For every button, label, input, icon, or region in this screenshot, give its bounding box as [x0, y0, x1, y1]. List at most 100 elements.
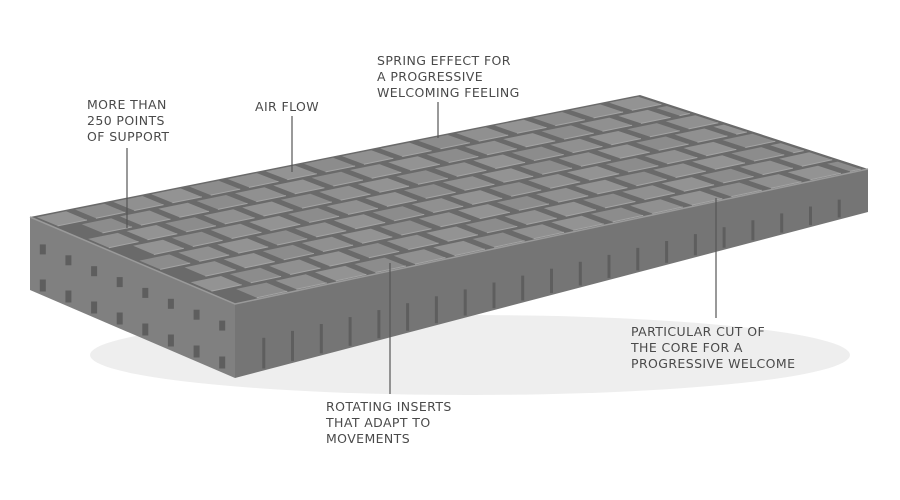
support-block-edge — [640, 116, 671, 124]
support-block-edge — [417, 177, 448, 185]
support-block-edge — [270, 223, 301, 231]
support-block-edge — [238, 246, 269, 254]
support-block-edge — [172, 196, 202, 204]
support-block-edge — [667, 157, 698, 165]
label-line: AIR FLOW — [255, 99, 320, 114]
support-block-edge — [706, 148, 737, 157]
support-block-edge — [205, 269, 236, 277]
support-block — [708, 182, 762, 197]
support-block — [787, 165, 841, 180]
support-block-edge — [565, 209, 597, 217]
support-block-edge — [147, 233, 178, 241]
support-block-edge — [753, 154, 785, 162]
support-block-edge — [256, 290, 288, 299]
label-line: ROTATING INSERTS — [326, 399, 452, 414]
support-block-edge — [479, 211, 511, 220]
support-block-edge — [57, 219, 88, 227]
support-block-edge — [335, 273, 367, 282]
support-block-edge — [290, 267, 321, 275]
support-block — [653, 163, 706, 178]
support-block-edge — [736, 131, 747, 135]
support-block-edge — [361, 236, 393, 244]
support-block-edge — [263, 209, 294, 217]
end-notch — [167, 298, 174, 309]
support-block — [465, 218, 518, 233]
support-block-edge — [801, 159, 833, 167]
support-block-edge — [580, 159, 612, 167]
support-block-edge — [217, 202, 248, 210]
end-notch — [91, 266, 98, 277]
support-block — [674, 128, 728, 143]
support-block — [543, 201, 596, 217]
support-block-edge — [325, 165, 356, 173]
support-block-edge — [294, 187, 325, 195]
support-block-edge — [454, 248, 486, 257]
support-block-edge — [542, 167, 573, 175]
support-block-edge — [525, 140, 556, 148]
support-block — [713, 124, 747, 135]
end-notch — [116, 277, 123, 288]
support-block-edge — [464, 183, 495, 191]
top-support-blocks — [36, 96, 861, 299]
support-block-edge — [433, 205, 464, 213]
support-block — [457, 204, 510, 219]
label-core-cut: PARTICULAR CUT OF THE CORE FOR A PROGRES… — [631, 324, 795, 372]
support-block-edge — [557, 195, 589, 203]
support-block-edge — [301, 201, 332, 209]
support-block-edge — [745, 140, 776, 148]
support-block-edge — [762, 167, 794, 176]
support-block-edge — [140, 218, 171, 226]
end-notch — [65, 255, 72, 266]
support-block-edge — [402, 150, 432, 157]
support-block — [582, 193, 636, 208]
support-block — [504, 210, 557, 225]
end-notch — [65, 290, 72, 303]
support-block-edge — [644, 192, 675, 200]
support-block-edge — [731, 189, 762, 198]
mattress-edge-highlight — [29, 168, 869, 305]
support-block — [472, 232, 525, 248]
label-line: PROGRESSIVE WELCOME — [631, 356, 796, 371]
support-block-edge — [573, 223, 604, 231]
support-block-edge — [322, 244, 354, 252]
end-notch — [39, 244, 46, 255]
end-notches — [39, 244, 226, 369]
support-block-edge — [631, 103, 662, 111]
support-block-edge — [495, 161, 526, 169]
support-block-edge — [533, 154, 564, 161]
support-block-edge — [611, 138, 642, 146]
support-block — [748, 174, 802, 189]
support-block — [779, 152, 833, 167]
support-block — [551, 215, 604, 231]
support-block-edge — [572, 146, 603, 154]
support-block-edge — [493, 240, 525, 248]
support-block-edge — [363, 157, 394, 165]
support-block-edge — [394, 213, 425, 222]
support-block-edge — [593, 111, 624, 119]
support-block-edge — [440, 142, 470, 150]
support-block-edge — [231, 231, 262, 239]
support-block-edge — [526, 217, 557, 225]
support-block-edge — [347, 207, 379, 215]
label-line: MORE THAN — [87, 97, 167, 112]
support-block-edge — [224, 217, 255, 225]
support-block — [661, 177, 715, 192]
support-block-edge — [516, 126, 547, 134]
label-line: SPRING EFFECT FOR — [377, 53, 511, 68]
support-block-edge — [478, 134, 509, 142]
label-line: WELCOMING FEELING — [377, 85, 520, 100]
end-notch — [116, 312, 123, 325]
support-block — [511, 224, 565, 239]
end-notch — [193, 309, 200, 320]
support-block-edge — [333, 179, 363, 187]
support-block-edge — [371, 171, 402, 179]
support-block — [656, 106, 690, 116]
support-block-edge — [688, 122, 719, 130]
support-block — [393, 249, 446, 265]
support-block-edge — [679, 113, 690, 117]
label-line: PARTICULAR CUT OF — [631, 324, 766, 339]
support-block-edge — [564, 132, 594, 140]
support-block-edge — [619, 151, 650, 159]
support-block-edge — [309, 215, 340, 223]
